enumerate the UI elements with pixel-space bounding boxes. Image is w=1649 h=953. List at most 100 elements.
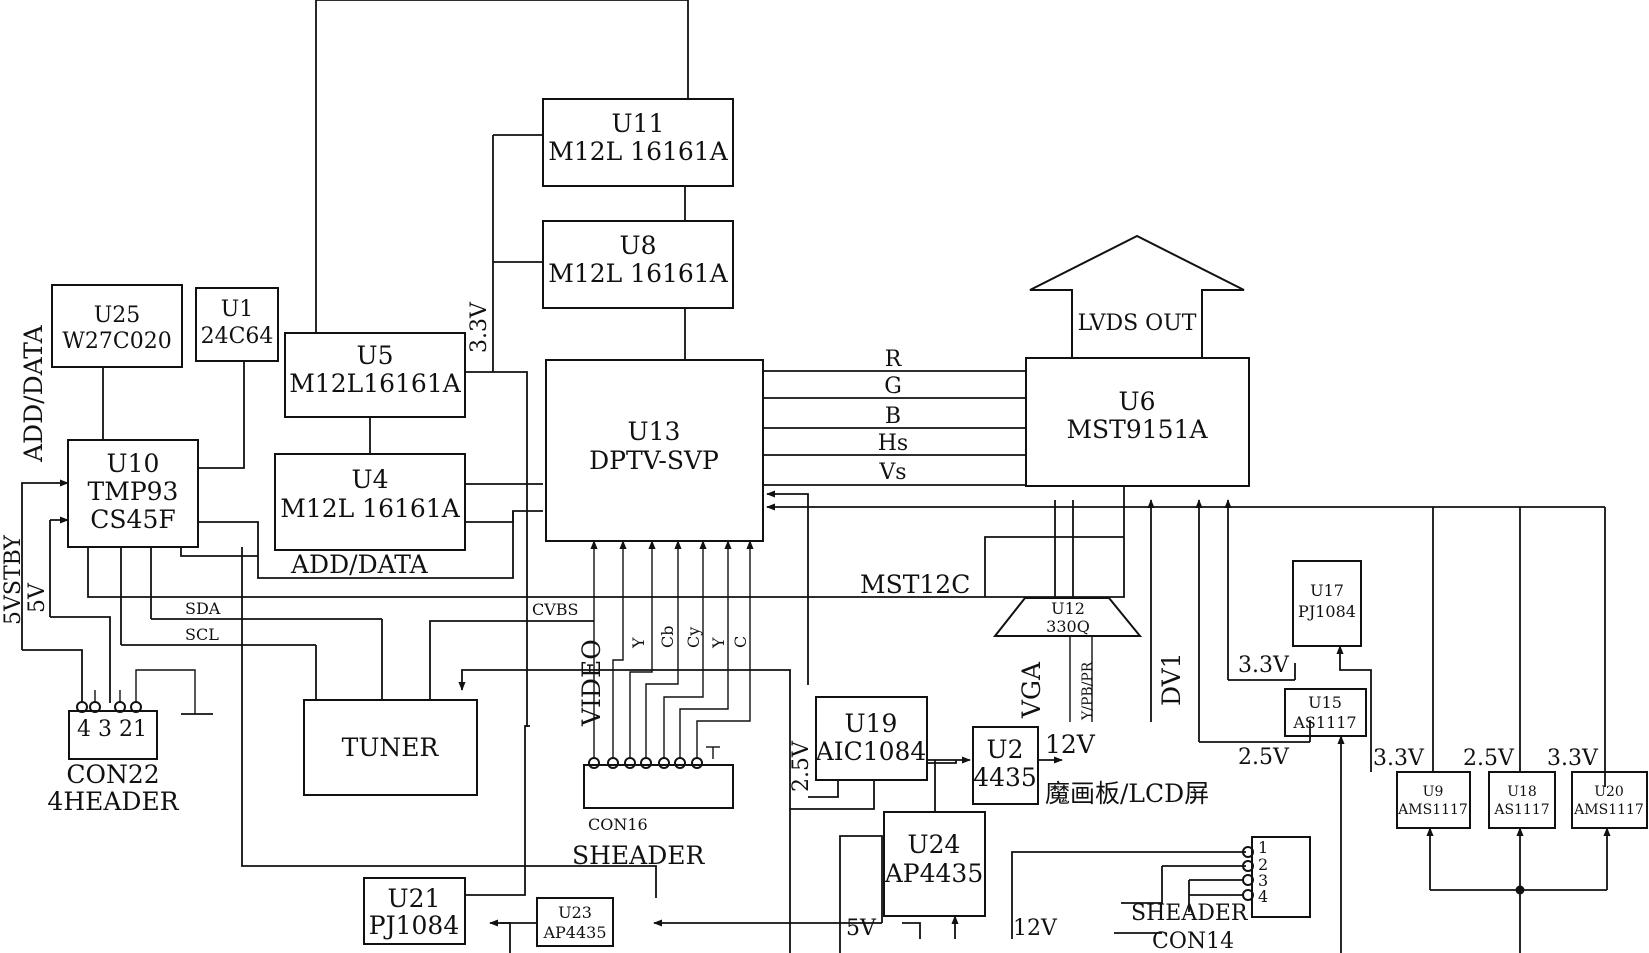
video-label: VIDEO [577,639,606,727]
u8-part: M12L 16161A [548,259,728,288]
tuner-label: TUNER [342,733,440,762]
u19-part: AIC1084 [815,737,927,766]
input-c-label: C [731,636,750,648]
block-u5: U5 M12L16161A [284,332,466,418]
u9-3v3-label: 3.3V [1373,746,1425,771]
u23-name: U23 [558,903,592,922]
u17-3v3-label: 3.3V [1238,653,1290,678]
block-con22: 4 3 21 [68,701,158,760]
block-u9: U9 AMS1117 [1396,771,1471,829]
add-data-bottom-label: ADD/DATA [290,550,429,579]
con14-pin2-label: 2 [1258,855,1268,874]
signal-g-label: G [884,374,902,399]
u24-5v-label: 5V [846,916,877,941]
u18-part: AS1117 [1493,802,1549,818]
cvbs-label: CVBS [532,600,579,619]
ypbpr-label: Y/PB/PR [1080,661,1096,721]
block-u18: U18 AS1117 [1488,771,1556,829]
add-data-vertical-label: ADD/DATA [19,324,48,463]
u25-part: W27C020 [62,329,171,354]
con22-type-label: 4HEADER [47,787,179,816]
mst12c-label: MST12C [860,570,970,599]
u23-part: AP4435 [542,923,606,942]
u9-part: AMS1117 [1397,802,1468,818]
con22-pins: 4 3 21 [77,717,147,742]
u5-part: M12L16161A [289,369,462,398]
u5-name: U5 [357,341,394,370]
5v-left-label: 5V [25,582,50,613]
block-u4: U4 M12L 16161A [274,453,466,551]
lvds-out-arrow: LVDS OUT [1029,234,1245,359]
u2-name: U2 [987,735,1024,764]
con14-pin4-label: 4 [1258,887,1268,906]
5vstby-label: 5VSTBY [1,535,26,625]
input-cy-label: Cy [684,627,703,648]
u20-part: AMS1117 [1573,802,1644,818]
u1-name: U1 [221,297,254,322]
u10-part2: CS45F [90,505,175,534]
u24-name: U24 [908,830,961,859]
block-u8: U8 M12L 16161A [542,220,734,309]
u13-part: DPTV-SVP [589,446,719,475]
u12-part: 330Q [1046,617,1090,636]
con16-label: CON16 [588,815,648,834]
u13-name: U13 [628,417,681,446]
u19-2v5-label: 2.5V [789,740,814,792]
u6-name: U6 [1119,387,1156,416]
input-y2-label: Y [709,637,728,649]
u15-part: AS1117 [1292,713,1356,732]
block-u12: U12 330Q [992,597,1143,637]
block-u21: U21 PJ1084 [363,877,466,945]
u11-name: U11 [612,109,665,138]
wires [21,0,1611,953]
block-con14 [1189,836,1311,918]
u17-name: U17 [1310,581,1344,600]
u25-name: U25 [94,303,141,328]
u10-name: U10 [107,449,160,478]
panel-label: 魔画板/LCD屏 [1045,779,1209,808]
block-u25: U25 W27C020 [51,284,183,368]
u11-part: M12L 16161A [548,137,728,166]
u15-2v5-label: 2.5V [1238,745,1290,770]
dv1-label: DV1 [1157,652,1186,706]
u15-name: U15 [1308,693,1342,712]
u8-name: U8 [620,231,657,260]
u6-part: MST9151A [1066,415,1208,444]
block-u13: U13 DPTV-SVP [545,359,764,542]
block-con16 [583,757,734,809]
component-blocks: U11 M12L 16161A U8 M12L 16161A U25 W27C0… [51,98,1648,947]
u19-name: U19 [845,709,898,738]
u24-part: AP4435 [884,859,984,888]
u12-name: U12 [1051,599,1085,618]
u4-name: U4 [352,465,389,494]
con14-sheader-label: SHEADER [1131,901,1249,926]
block-u23: U23 AP4435 [536,897,614,947]
u4-part: M12L 16161A [280,494,460,523]
u1-part: 24C64 [201,324,274,349]
u20-name: U20 [1594,784,1624,800]
con14-name-label: CON14 [1152,929,1234,953]
u24-12v-label: 12V [1013,916,1058,941]
con22-name-label: CON22 [66,760,159,789]
signal-r-label: R [885,347,903,372]
u10-part1: TMP93 [88,477,179,506]
block-u17: U17 PJ1084 [1292,560,1362,647]
block-u6: U6 MST9151A [1025,357,1250,487]
signal-hs-label: Hs [878,431,908,456]
block-tuner: TUNER [303,699,478,796]
con14-pin1-label: 1 [1258,838,1268,857]
con16-sheader-label: SHEADER [572,841,706,870]
block-u20: U20 AMS1117 [1571,771,1648,829]
u18-name: U18 [1507,784,1537,800]
block-u10: U10 TMP93 CS45F [67,439,199,548]
u18-2v5-label: 2.5V [1463,746,1515,771]
lvds-out-label: LVDS OUT [1078,311,1197,336]
block-u15: U15 AS1117 [1284,688,1367,737]
block-u11: U11 M12L 16161A [542,98,734,187]
block-u2: U2 4435 [972,726,1039,805]
u2-12v-label: 12V [1045,730,1096,759]
u21-part: PJ1084 [369,911,459,940]
con14-pin3-label: 3 [1258,871,1268,890]
block-u24: U24 AP4435 [883,811,986,917]
